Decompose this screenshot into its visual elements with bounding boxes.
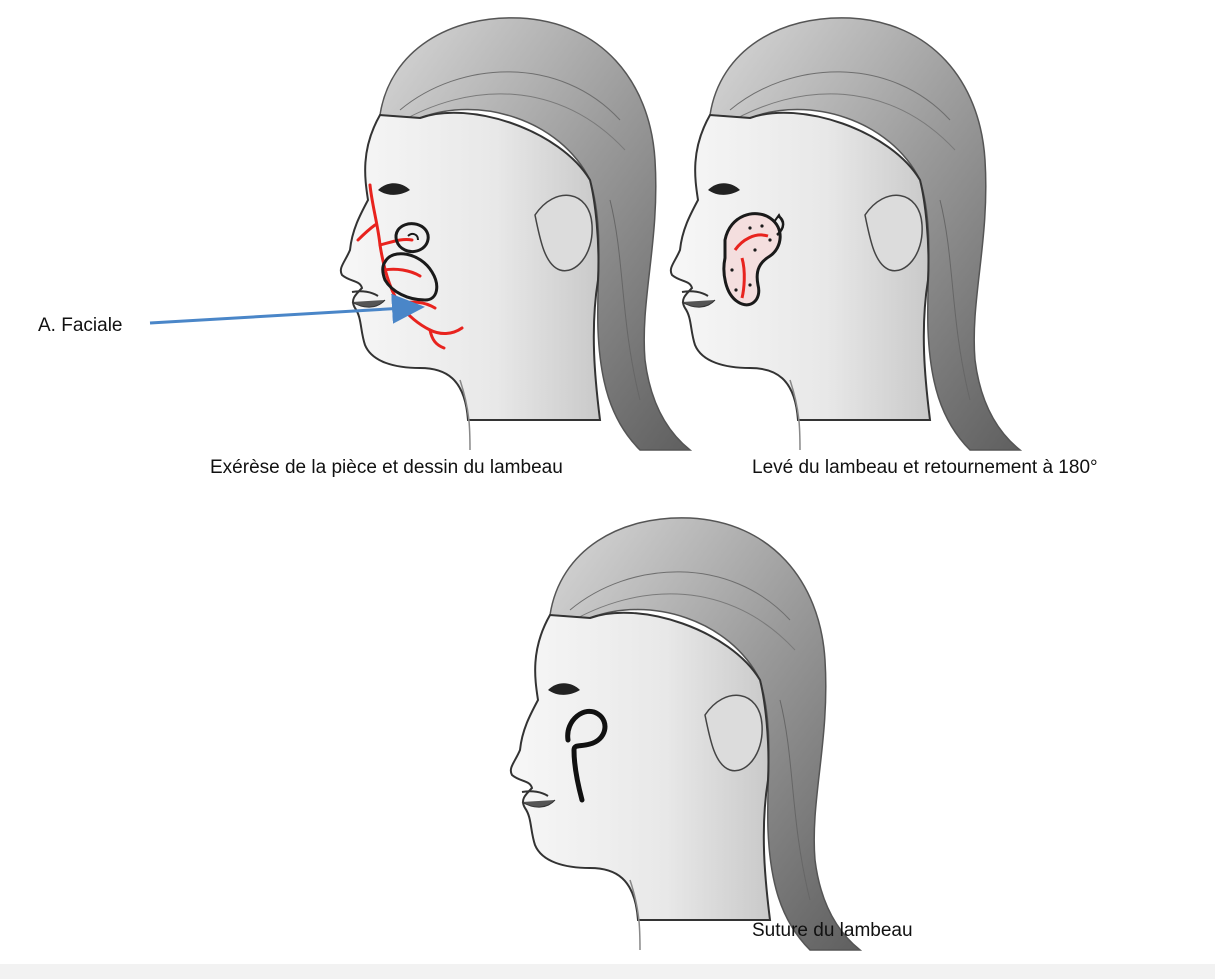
head-step-1: [150, 18, 690, 450]
head-illustration: [341, 18, 690, 450]
head-step-2: [671, 18, 1020, 450]
bottom-strip: [0, 964, 1215, 979]
head-illustration: [511, 518, 860, 950]
caption-step-2: Levé du lambeau et retournement à 180°: [752, 457, 1098, 479]
head-illustration: [671, 18, 1020, 450]
caption-step-3: Suture du lambeau: [752, 920, 913, 942]
head-step-3: [511, 518, 860, 950]
caption-step-1: Exérèse de la pièce et dessin du lambeau: [210, 457, 563, 479]
artery-label: A. Faciale: [38, 315, 122, 337]
